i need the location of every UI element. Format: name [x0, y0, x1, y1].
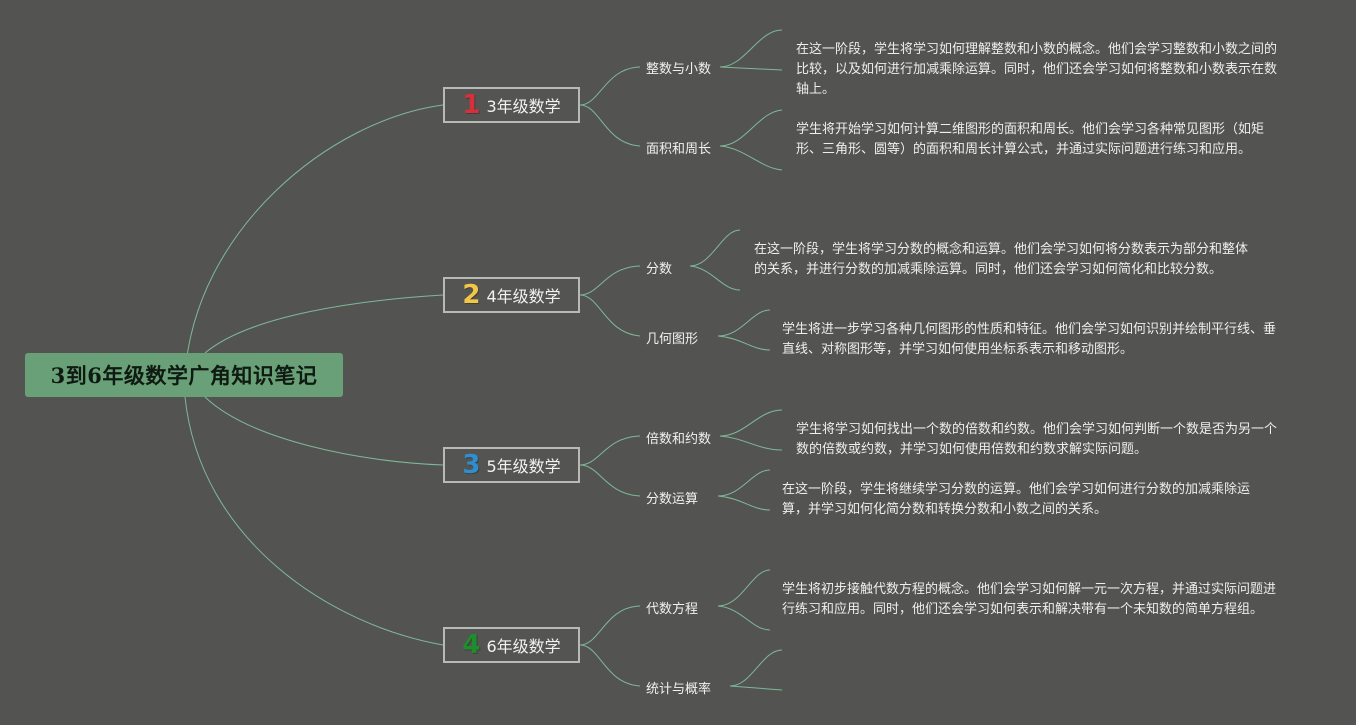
- branch-label: 5年级数学: [486, 457, 561, 476]
- topic-integers-decimals[interactable]: 整数与小数: [646, 62, 712, 77]
- topic-description: 学生将进一步学习各种几何图形的性质和特征。他们会学习如何识别并绘制平行线、垂直线…: [782, 322, 1277, 357]
- topic-description: 学生将学习如何找出一个数的倍数和约数。他们会学习如何判断一个数是否为另一个数的倍…: [796, 422, 1278, 457]
- topic-description: 学生将开始学习如何计算二维图形的面积和周长。他们会学习各种常见图形（如矩形、三角…: [796, 122, 1265, 157]
- connector-root-grade-5: [204, 396, 444, 466]
- root-title: 3到6年级数学广角知识笔记: [50, 363, 318, 388]
- topic-algebraic-equations[interactable]: 代数方程: [646, 602, 699, 617]
- topic-area-perimeter[interactable]: 面积和周长: [646, 142, 712, 157]
- branch-label: 6年级数学: [486, 637, 561, 656]
- root-topic[interactable]: 3到6年级数学广角知识笔记: [25, 353, 343, 397]
- topic-fractions[interactable]: 分数: [646, 262, 673, 277]
- branch-grade-6[interactable]: 4 6年级数学: [443, 627, 580, 663]
- topic-description: 在这一阶段，学生将学习如何理解整数和小数的概念。他们会学习整数和小数之间的比较，…: [796, 42, 1278, 97]
- number-badge-1: 1: [462, 90, 481, 120]
- number-badge-3: 3: [462, 450, 481, 480]
- branch-grade-3[interactable]: 1 3年级数学: [443, 87, 580, 123]
- number-badge-4: 4: [462, 630, 481, 660]
- topic-statistics-probability[interactable]: 统计与概率: [646, 682, 712, 697]
- topic-geometry[interactable]: 几何图形: [646, 332, 699, 347]
- topic-description: 在这一阶段，学生将学习分数的概念和运算。他们会学习如何将分数表示为部分和整体的关…: [754, 242, 1249, 277]
- topic-fraction-operations[interactable]: 分数运算: [646, 492, 699, 507]
- topic-description: 学生将初步接触代数方程的概念。他们会学习如何解一元一次方程，并通过实际问题进行练…: [782, 582, 1277, 617]
- number-badge-2: 2: [462, 280, 481, 310]
- branch-grade-4[interactable]: 2 4年级数学: [443, 277, 580, 313]
- topic-multiples-divisors[interactable]: 倍数和约数: [646, 432, 712, 447]
- connector-root-grade-6: [184, 396, 444, 646]
- connector-root-grade-4: [204, 294, 444, 354]
- connector-root-grade-3: [184, 104, 444, 376]
- branch-grade-5[interactable]: 3 5年级数学: [443, 447, 580, 483]
- branch-label: 4年级数学: [486, 287, 561, 306]
- topic-description: 在这一阶段，学生将继续学习分数的运算。他们会学习如何进行分数的加减乘除运算，并学…: [782, 482, 1251, 517]
- branch-label: 3年级数学: [486, 97, 561, 116]
